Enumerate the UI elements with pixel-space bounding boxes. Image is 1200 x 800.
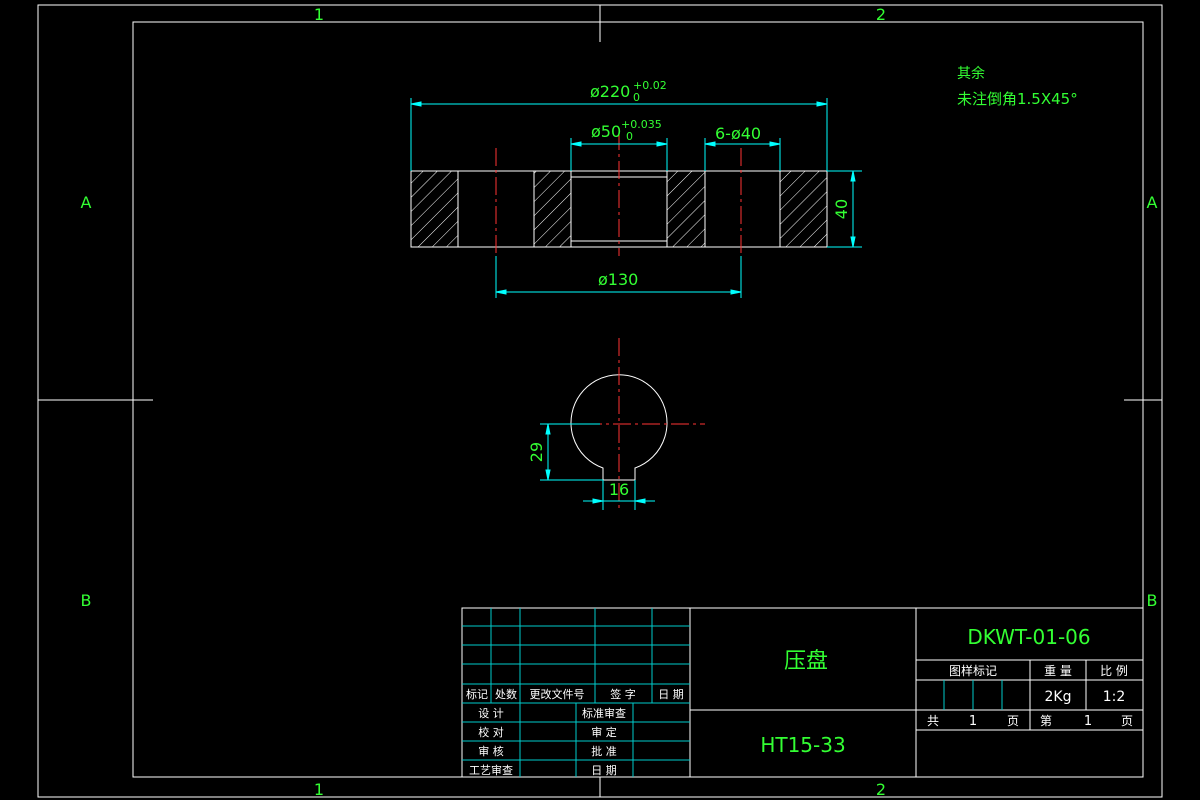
rev-date: 日 期 bbox=[658, 688, 684, 701]
hatch-segment-3 bbox=[666, 170, 706, 248]
title-block bbox=[461, 607, 1144, 778]
weight-value: 2Kg bbox=[1045, 689, 1072, 705]
header-mark: 图样标记 bbox=[949, 663, 997, 678]
revision-grid bbox=[462, 608, 690, 777]
rev-doc: 更改文件号 bbox=[530, 687, 585, 701]
dim-outer-diameter: ø220 bbox=[590, 82, 630, 101]
hatch-segment-2 bbox=[533, 170, 572, 248]
drawing-number: DKWT-01-06 bbox=[967, 625, 1090, 649]
label-review: 审 核 bbox=[478, 744, 504, 758]
total-unit: 页 bbox=[1007, 714, 1019, 728]
label-check: 校 对 bbox=[478, 725, 504, 739]
header-weight: 重 量 bbox=[1044, 664, 1072, 678]
dim-outer-tol-upper: +0.02 bbox=[633, 79, 667, 92]
rev-mark: 标记 bbox=[466, 687, 488, 701]
zone-label-left-a: A bbox=[81, 193, 92, 212]
hatch-segment-4 bbox=[779, 170, 828, 248]
scale-value: 1:2 bbox=[1103, 689, 1126, 705]
note-line-2: 未注倒角1.5X45° bbox=[957, 90, 1078, 108]
zone-label-right-a: A bbox=[1147, 193, 1158, 212]
label-std-review: 标准审查 bbox=[582, 706, 626, 720]
total-label: 共 bbox=[927, 714, 939, 728]
rev-count: 处数 bbox=[495, 688, 517, 701]
dim-key-depth: 29 bbox=[527, 442, 546, 462]
note-line-1: 其余 bbox=[957, 65, 985, 82]
label-finalize: 审 定 bbox=[591, 725, 617, 739]
hatch-segment-1 bbox=[410, 170, 459, 248]
sheet-unit: 页 bbox=[1121, 714, 1133, 728]
dim-thickness: 40 bbox=[832, 199, 851, 219]
label-process: 工艺审查 bbox=[469, 763, 513, 777]
part-name: 压盘 bbox=[784, 649, 828, 674]
keyhole-dimensions bbox=[540, 423, 655, 510]
dim-bore-tol-lower: 0 bbox=[626, 130, 633, 143]
zone-label-left-b: B bbox=[81, 591, 92, 610]
sheet-value: 1 bbox=[1084, 714, 1092, 729]
keyhole-outline bbox=[570, 374, 668, 481]
zone-label-top-1: 1 bbox=[314, 5, 324, 24]
material: HT15-33 bbox=[760, 733, 845, 757]
dim-bore-tol-upper: +0.035 bbox=[621, 118, 662, 131]
dim-holes: 6-ø40 bbox=[715, 124, 761, 143]
total-value: 1 bbox=[969, 714, 977, 729]
label-approve: 批 准 bbox=[591, 744, 617, 758]
sheet-label: 第 bbox=[1040, 714, 1052, 728]
label-date: 日 期 bbox=[591, 764, 617, 777]
dim-bore-diameter: ø50 bbox=[591, 122, 621, 141]
section-view bbox=[410, 132, 828, 256]
label-design: 设 计 bbox=[478, 707, 504, 720]
zone-label-bottom-1: 1 bbox=[314, 780, 324, 799]
dim-outer-tol-lower: 0 bbox=[633, 91, 640, 104]
rev-sign: 签 字 bbox=[610, 687, 636, 701]
dim-key-width: 16 bbox=[609, 480, 629, 499]
zone-label-right-b: B bbox=[1147, 591, 1158, 610]
section-dimensions bbox=[410, 98, 862, 298]
zone-label-top-2: 2 bbox=[876, 5, 886, 24]
dim-pitch-diameter: ø130 bbox=[598, 270, 638, 289]
zone-label-bottom-2: 2 bbox=[876, 780, 886, 799]
header-scale: 比 例 bbox=[1100, 664, 1128, 678]
